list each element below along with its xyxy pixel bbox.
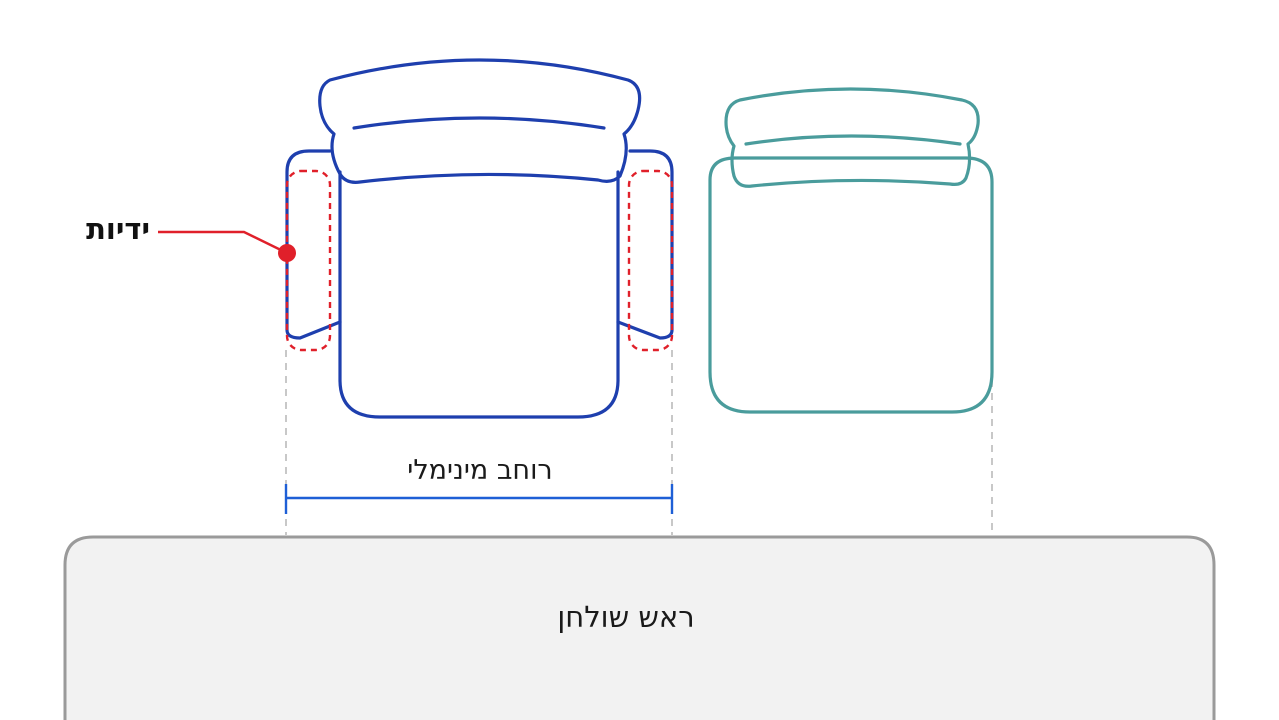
handles-label: ידיות [86,212,150,246]
min-width-dimension [284,484,674,514]
min-width-label: רוחב מינימלי [407,455,553,486]
handles-callout-dot [278,244,296,262]
guide-lines [285,350,993,535]
table-head-label: ראש שולחן [557,600,695,634]
armchair [285,58,674,419]
chair-backrest [724,87,980,188]
handles-callout [158,230,296,262]
armchair-right-arm [616,149,674,340]
armchair-seat [338,170,620,419]
chair-backrest-seam [744,134,962,146]
handle-right-outline [627,169,674,352]
armchair-backrest [318,58,642,184]
handles-highlight [285,169,674,352]
chair-seat [708,156,994,414]
armchair-left-arm [285,149,342,340]
chair-no-arms [708,87,994,414]
armchair-backrest-seam [352,116,606,130]
handles-callout-line [158,230,288,255]
table-head [63,535,1216,720]
handle-left-outline [285,169,332,352]
